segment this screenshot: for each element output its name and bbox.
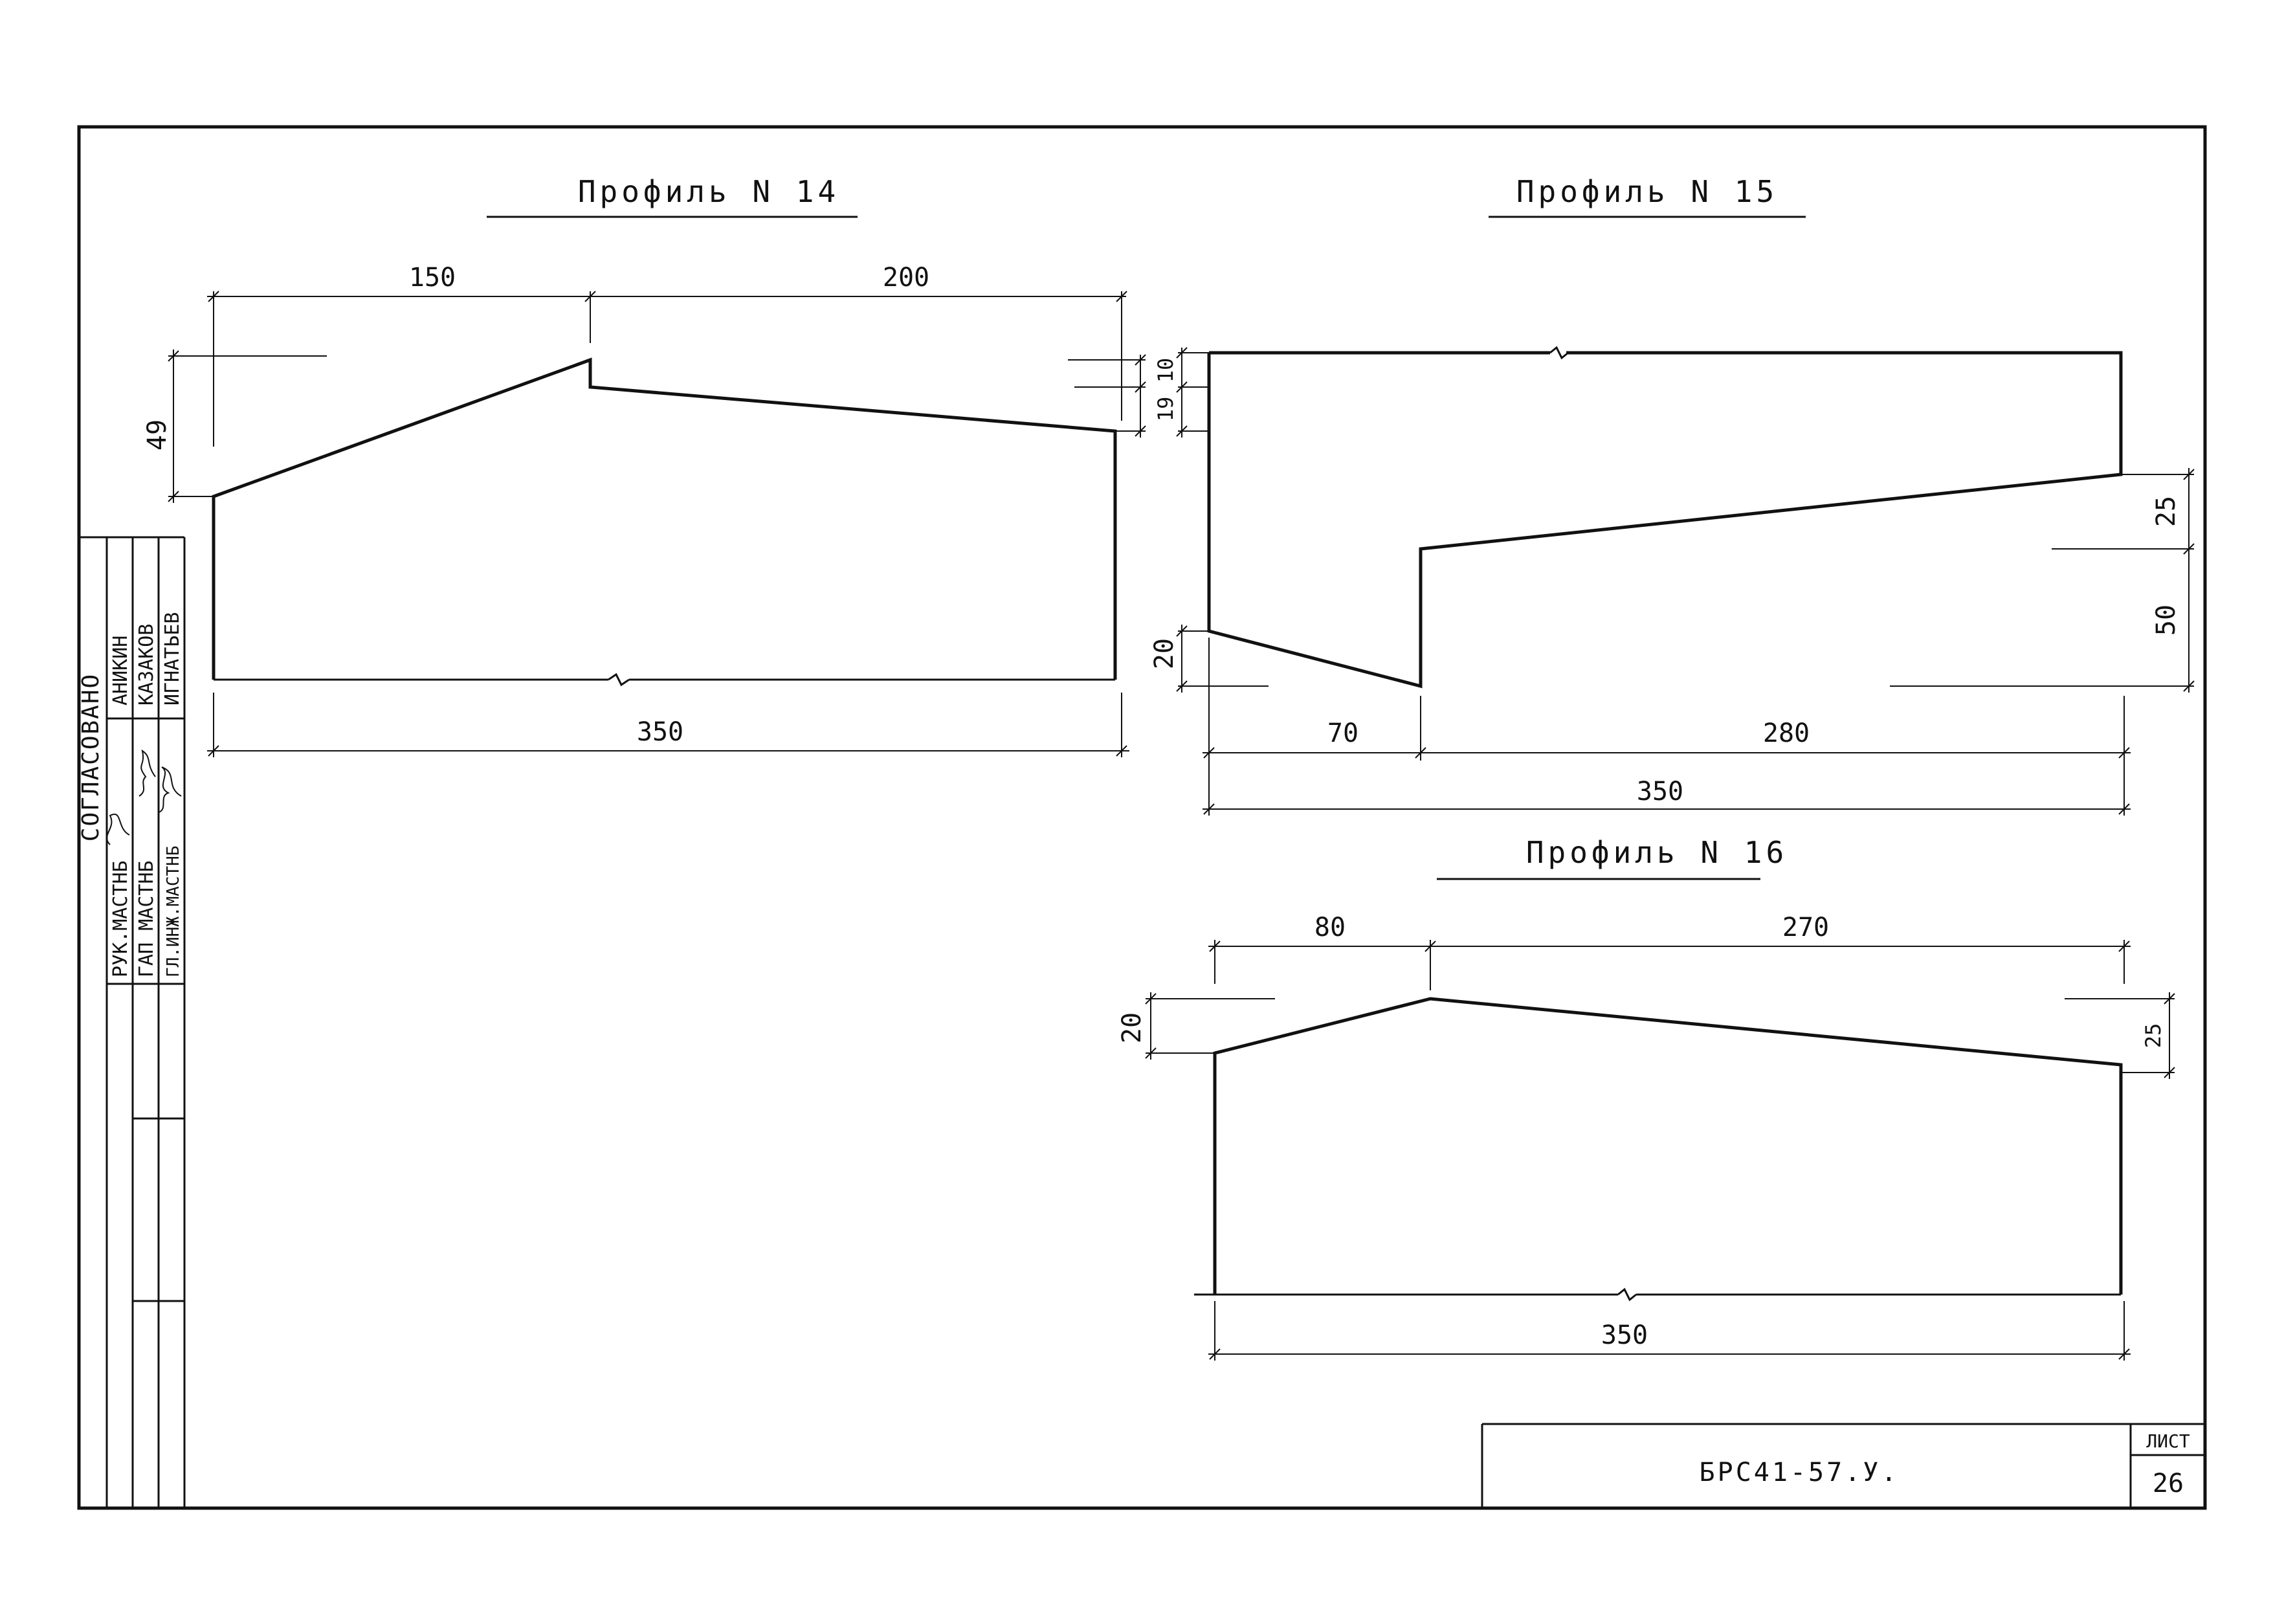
- profile-14-dim-total-width: 350: [637, 717, 683, 747]
- profile-15-dim-seg-left: 70: [1327, 718, 1358, 748]
- profile-16-outline: [1213, 997, 2123, 1295]
- title-block: БРС41-57.У. ЛИСТ 26: [1481, 1423, 2205, 1508]
- profile-15-dim-left-drop: 20: [1149, 638, 1179, 669]
- profile-16-dim-right-width: 270: [1782, 913, 1829, 942]
- profile-16-dim-right-height: 25: [2141, 1023, 2166, 1049]
- approval-role-1: РУК.МАСТНБ: [109, 860, 132, 977]
- profile-14-dim-left-width: 150: [409, 263, 456, 293]
- drawing-code: БРС41-57.У.: [1700, 1458, 1900, 1487]
- approval-name-3: ИГНАТЬЕВ: [161, 612, 184, 706]
- profile-15-title: Профиль N 15: [1516, 174, 1778, 209]
- sheet-number: 26: [2153, 1469, 2184, 1498]
- sheet-label: ЛИСТ: [2146, 1430, 2190, 1452]
- profile-16-dim-left-height: 20: [1117, 1012, 1147, 1043]
- profile-16: Профиль N 16 80 270 20 25: [1117, 835, 2175, 1361]
- sheet-frame: [77, 125, 2207, 1510]
- signature-2: [139, 749, 156, 797]
- signature-3: [158, 766, 182, 813]
- approval-name-2: КАЗАКОВ: [135, 624, 158, 706]
- approval-header: СОГЛАСОВАНО: [78, 673, 104, 841]
- signature-1: [106, 814, 130, 845]
- profile-16-dim-left-width: 80: [1314, 913, 1346, 942]
- profile-14: Профиль N 14 150 200 49: [142, 174, 1146, 757]
- profile-16-title: Профиль N 16: [1526, 835, 1788, 870]
- profile-15-dim-seg-right: 280: [1763, 718, 1810, 748]
- profile-15: Профиль N 15 10 19 20 25 50: [1149, 174, 2195, 816]
- profile-15-dim-total-width: 350: [1637, 777, 1683, 806]
- profile-14-dim-left-height: 49: [142, 419, 172, 450]
- profile-15-dim-top-b: 19: [1153, 397, 1178, 422]
- profile-15-dim-right-a: 25: [2151, 496, 2181, 527]
- approval-block: СОГЛАСОВАНО РУК.МАСТНБ АНИКИН ГАП МАСТНБ…: [78, 536, 186, 1508]
- profile-16-dim-total-width: 350: [1601, 1320, 1648, 1350]
- approval-role-3: ГЛ.ИНЖ.МАСТНБ: [164, 846, 183, 978]
- approval-name-1: АНИКИН: [109, 636, 132, 706]
- profile-14-outline: [212, 357, 1117, 680]
- profile-15-dim-right-b: 50: [2151, 605, 2181, 636]
- profile-15-outline: [1207, 351, 2123, 689]
- profile-14-dim-right-width: 200: [883, 263, 929, 293]
- profile-15-dim-top-a: 10: [1153, 358, 1178, 383]
- approval-role-2: ГАП МАСТНБ: [135, 860, 158, 977]
- profile-14-title: Профиль N 14: [578, 174, 839, 209]
